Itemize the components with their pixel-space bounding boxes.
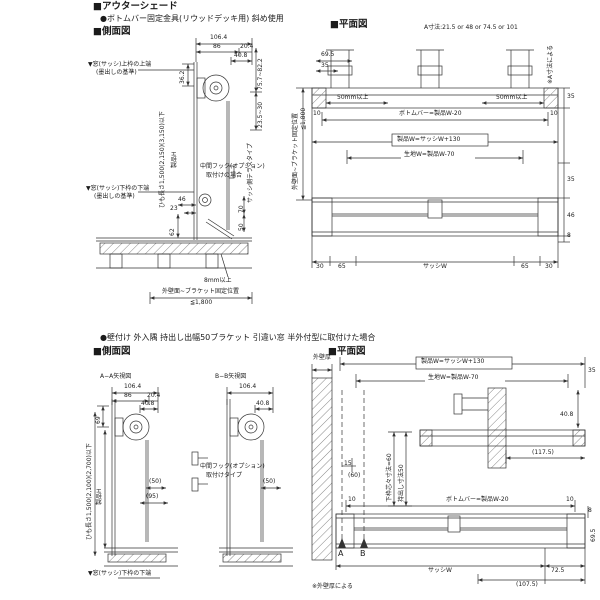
bp-dim-35: 35 bbox=[588, 367, 596, 374]
ts-dim-36-2: 36.2 bbox=[179, 70, 186, 84]
bs-product-height: 製品H bbox=[96, 488, 103, 505]
bp-wall-thickness-note: ※外壁厚による bbox=[312, 583, 353, 590]
tp-dim-69-5: 69.5 bbox=[321, 51, 335, 58]
ts-mid-hook-note-2: 取付けの場合 bbox=[206, 172, 243, 179]
section2-title: ●壁付け 外入隅 持出し出幅50ブラケット 引違い窓 半外付型に取付けた場合 bbox=[100, 333, 376, 342]
note-a-dimension: A寸法:21.5 or 48 or 74.5 or 101 bbox=[424, 24, 518, 31]
ts-dim-106-4: 106.4 bbox=[210, 34, 228, 41]
bs-section-bb-label: B−B矢視図 bbox=[215, 373, 247, 380]
ts-dim-23-5-30: 23.5~30 bbox=[257, 101, 264, 128]
ts-note-upper-frame: ▼窓(サッシ)上枠の上端 bbox=[88, 61, 152, 68]
page-subtitle: ●ボトムバー固定金具(リウッドデッキ用) 斜め使用 bbox=[100, 14, 284, 23]
bs-note-lower-frame: ▼窓(サッシ)下枠の下端 bbox=[88, 570, 152, 577]
ts-dim-40-8: 40.8 bbox=[234, 52, 248, 59]
bp-dim-72-5: 72.5 bbox=[551, 567, 565, 574]
bottom-side-view-drawing bbox=[93, 387, 293, 579]
ts-product-height: 製品H bbox=[171, 151, 178, 168]
tp-bracket-fix-note: 外壁面~ブラケット固定位置 bbox=[292, 112, 299, 190]
bp-dim-40-8: 40.8 bbox=[560, 411, 574, 418]
bs-aa-dim-106-4: 106.4 bbox=[124, 383, 142, 390]
bs-dim-95-paren: (95) bbox=[146, 493, 159, 500]
ts-dim-62: 62 bbox=[169, 228, 176, 236]
tp-bottom-bar-formula: ボトムバー=製品W-20 bbox=[399, 110, 462, 117]
bs-mid-hook-note-1: 中間フック(オプション) bbox=[200, 463, 265, 470]
tp-a-dim-note: ※A寸法による bbox=[547, 45, 554, 84]
bp-wall-thickness-label: 外壁厚 bbox=[313, 354, 332, 361]
bs-section-aa-label: A−A矢視図 bbox=[100, 373, 132, 380]
bp-offset-dim-note: 持出し寸法50 bbox=[398, 464, 405, 502]
ts-terrace-type-note: サッシ側テラスタイプ bbox=[247, 143, 254, 203]
bp-dim-10-left: 10 bbox=[348, 496, 356, 503]
ts-dim-23: 23 bbox=[170, 205, 178, 212]
tp-dim-30-left: 30 bbox=[316, 263, 324, 270]
ts-dim-86: 86 bbox=[213, 43, 221, 50]
ts-dim-46: 46 bbox=[178, 196, 186, 203]
bp-dim-60-paren: (60) bbox=[348, 472, 361, 479]
ts-dim-70: 70 bbox=[238, 205, 245, 213]
tp-dim-10-left: 10 bbox=[313, 110, 321, 117]
tp-dim-10-right: 10 bbox=[550, 110, 558, 117]
bp-bottom-bar-formula: ボトムバー=製品W-20 bbox=[446, 496, 509, 503]
tp-dim-35-top: 35 bbox=[321, 62, 329, 69]
heading-plan-view-1: ■平面図 bbox=[330, 19, 368, 30]
ts-dim-50: 50 bbox=[238, 223, 245, 231]
bs-dim-69: 69 bbox=[95, 416, 102, 424]
ts-bracket-fix-limit: ≦1,800 bbox=[190, 299, 213, 306]
tp-dim-8: 8 bbox=[567, 232, 571, 239]
ts-bracket-fix-note: 外壁面~ブラケット固定位置 bbox=[162, 288, 240, 295]
ts-gap-8mm-note: 8mm以上 bbox=[204, 277, 232, 284]
page-title: ■アウターシェード bbox=[93, 1, 178, 12]
ts-dim-75-7-82-2: 75.7~82.2 bbox=[257, 58, 264, 90]
tp-bracket-fix-limit: ≦1,800 bbox=[300, 107, 307, 130]
tp-min-50-right: 50mm以上 bbox=[496, 94, 528, 101]
heading-plan-view-2: ■平面図 bbox=[328, 346, 366, 357]
heading-side-view-2: ■側面図 bbox=[93, 346, 131, 357]
ts-note-upper-frame-2: (墨出しの基準) bbox=[96, 69, 137, 76]
bs-dim-50-paren-a: (50) bbox=[149, 478, 162, 485]
bp-section-marker-b: B bbox=[360, 549, 366, 558]
ts-cord-length-note: ひも長さ1,500(2,150)(3,150)以下 bbox=[159, 111, 166, 208]
bp-lower-frame-pitch-note: 下枠芯々寸法=60 bbox=[386, 453, 393, 502]
tp-min-50-left: 50mm以上 bbox=[337, 94, 369, 101]
bs-bb-dim-106-4: 106.4 bbox=[239, 383, 257, 390]
bs-aa-dim-86: 86 bbox=[124, 392, 132, 399]
tp-dim-35-b: 35 bbox=[567, 93, 575, 100]
bp-dim-117-5-paren: (117.5) bbox=[532, 449, 554, 456]
bs-mid-hook-note-2: 取付けタイプ bbox=[206, 472, 243, 479]
bp-section-marker-a: A bbox=[338, 549, 344, 558]
top-plan-view-drawing bbox=[296, 49, 570, 268]
bottom-plan-view-drawing bbox=[311, 356, 589, 584]
bs-cord-length-note: ひも長さ1,500(2,100)(2,700)以下 bbox=[86, 443, 93, 540]
ts-note-lower-frame-2: (墨出しの基準) bbox=[94, 193, 135, 200]
bp-sash-width: サッシW bbox=[428, 567, 452, 574]
bp-dim-107-5-paren: (107.5) bbox=[516, 581, 538, 588]
tp-dim-65-left: 65 bbox=[338, 263, 346, 270]
tp-sash-width: サッシW bbox=[423, 263, 447, 270]
top-side-view-drawing bbox=[96, 38, 262, 304]
bs-dim-50-paren-b: (50) bbox=[263, 478, 276, 485]
bp-dim-10-right: 10 bbox=[566, 496, 574, 503]
bp-dim-8: 8 bbox=[588, 507, 592, 514]
bp-fabric-width-formula: 生地W=製品W-70 bbox=[428, 374, 479, 381]
tp-dim-35-c: 35 bbox=[567, 176, 575, 183]
tp-dim-46: 46 bbox=[567, 212, 575, 219]
ts-mid-hook-note-1: 中間フック(オプション) bbox=[200, 163, 265, 170]
tp-product-width-formula: 製品W=サッシW+130 bbox=[397, 136, 461, 143]
bs-aa-dim-20-4: 20.4 bbox=[147, 392, 161, 399]
heading-side-view-1: ■側面図 bbox=[93, 26, 131, 37]
bp-dim-15: 15 bbox=[344, 460, 352, 467]
ts-note-lower-frame: ▼窓(サッシ)下枠の下端 bbox=[86, 185, 150, 192]
bp-dim-69-5: 69.5 bbox=[590, 528, 597, 542]
tp-fabric-width-formula: 生地W=製品W-70 bbox=[404, 151, 455, 158]
bp-product-width-formula: 製品W=サッシW+130 bbox=[421, 358, 485, 365]
bs-bb-dim-40-8: 40.8 bbox=[256, 400, 270, 407]
ts-dim-20-4: 20.4 bbox=[240, 43, 254, 50]
tp-dim-30-right: 30 bbox=[545, 263, 553, 270]
tp-dim-65-right: 65 bbox=[521, 263, 529, 270]
bs-aa-dim-40-8: 40.8 bbox=[141, 400, 155, 407]
